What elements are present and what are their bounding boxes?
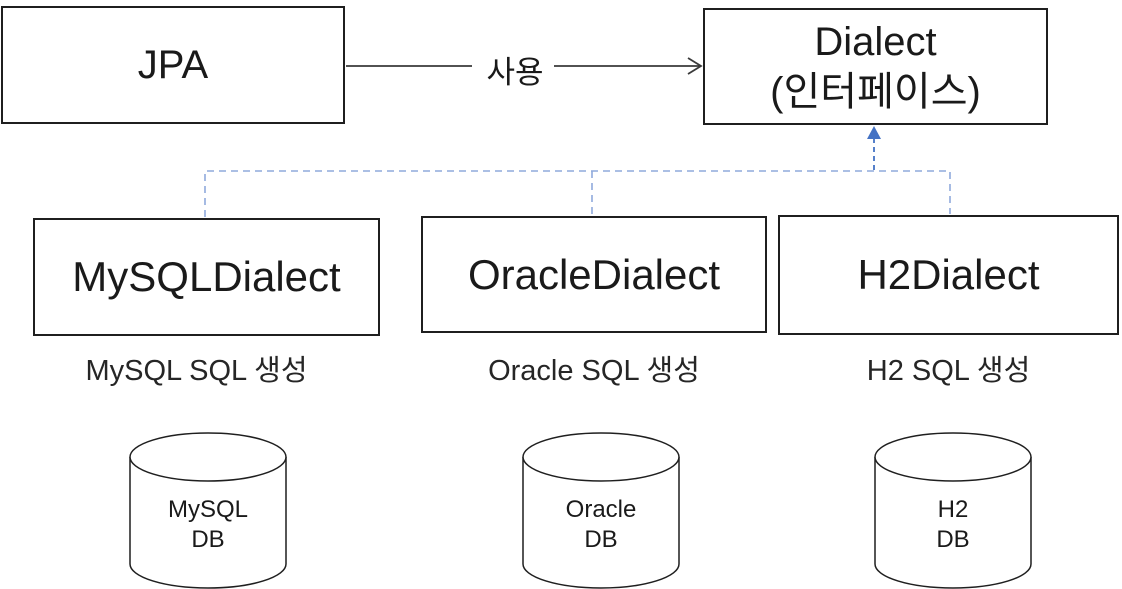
mysql-db-label-line1: MySQL xyxy=(167,496,248,523)
h2-dialect-box: H2Dialect xyxy=(778,215,1119,335)
mysql-db-cylinder-icon xyxy=(129,432,287,589)
mysql-db-label-line2: DB xyxy=(191,526,225,553)
oracle-db-label-line2: DB xyxy=(584,526,618,553)
mysql-db-label: MySQL DB xyxy=(130,495,286,555)
dialect-interface-box: Dialect (인터페이스) xyxy=(703,8,1048,125)
use-arrow xyxy=(346,57,703,75)
jpa-box: JPA xyxy=(1,6,345,124)
connector-dashed-line xyxy=(204,170,951,217)
oracle-db-label: Oracle DB xyxy=(523,495,679,555)
dialect-box-subtitle: (인터페이스) xyxy=(770,69,981,114)
oracle-sql-caption: Oracle SQL 생성 xyxy=(488,355,700,387)
oracle-db-label-line1: Oracle xyxy=(565,496,637,523)
h2-db-label-line2: DB xyxy=(936,526,970,553)
h2-db-label: H2 DB xyxy=(875,495,1031,555)
h2-db-cylinder-icon xyxy=(874,432,1032,589)
dialect-box-title: Dialect xyxy=(814,19,937,64)
oracle-db-cylinder-icon xyxy=(522,432,680,589)
inheritance-arrow xyxy=(867,126,881,170)
jpa-box-label: JPA xyxy=(137,42,209,87)
mysql-dialect-label: MySQLDialect xyxy=(72,253,341,300)
mysql-sql-caption: MySQL SQL 생성 xyxy=(85,355,308,387)
h2-db-label-line1: H2 xyxy=(937,496,969,523)
h2-dialect-label: H2Dialect xyxy=(857,251,1040,298)
mysql-dialect-box: MySQLDialect xyxy=(33,218,380,336)
use-arrow-label: 사용 xyxy=(486,55,544,90)
h2-sql-caption: H2 SQL 생성 xyxy=(866,355,1031,387)
oracle-dialect-label: OracleDialect xyxy=(467,250,721,298)
use-arrowhead-icon xyxy=(687,57,703,75)
inheritance-arrowhead-icon xyxy=(867,126,881,139)
oracle-dialect-box: OracleDialect xyxy=(421,216,767,333)
